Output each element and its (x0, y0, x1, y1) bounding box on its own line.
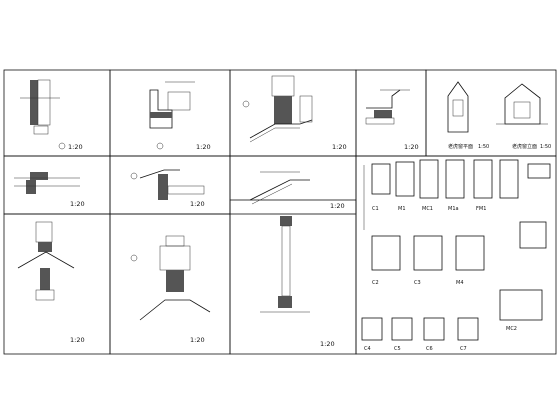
dormer-elevation-title: 老虎窗立面 (512, 143, 537, 150)
detail-7-scale: 1:20 (330, 202, 345, 210)
win-c7: C7 (460, 346, 467, 352)
dormer-drawings: 老虎窗平面 1:50 老虎窗立面 1:50 (447, 81, 551, 150)
win-c1: C1 (372, 206, 379, 212)
detail-8-scale: 1:20 (70, 336, 85, 344)
win-mc2: MC2 (506, 326, 517, 332)
win-c6: C6 (426, 346, 433, 352)
win-mc1: MC1 (422, 206, 433, 212)
detail-5: 1:20 (14, 172, 85, 208)
detail-10-scale: 1:20 (320, 340, 335, 348)
detail-2-scale: 1:20 (196, 143, 211, 151)
detail-1-scale: 1:20 (68, 143, 83, 151)
dormer-plan-title: 老虎窗平面 (448, 143, 473, 150)
detail-4: 1:20 (365, 89, 419, 151)
detail-2: 1:20 (149, 81, 211, 151)
detail-4-scale: 1:20 (404, 143, 419, 151)
detail-5-scale: 1:20 (70, 200, 85, 208)
detail-7: 1:20 (249, 171, 345, 210)
detail-9-scale: 1:20 (190, 336, 205, 344)
win-m1: M1 (398, 206, 406, 212)
win-m4: M4 (456, 280, 464, 286)
win-c4: C4 (364, 346, 371, 352)
panel-frames (3, 69, 557, 355)
detail-8: 1:20 (17, 221, 85, 344)
window-schedule: C1 M1 MC1 M1a FM1 C2 C3 M4 MC2 C4 C5 C6 … (361, 159, 551, 352)
win-c3: C3 (414, 280, 421, 286)
win-c2: C2 (372, 280, 379, 286)
dormer-plan-scale: 1:50 (478, 144, 489, 150)
detail-3: 1:20 (242, 75, 347, 151)
detail-6-scale: 1:20 (190, 200, 205, 208)
detail-6: 1:20 (130, 169, 205, 208)
win-c5: C5 (394, 346, 401, 352)
detail-1: 1:20 (20, 79, 83, 151)
detail-10: 1:20 (260, 213, 356, 348)
win-m1a: M1a (448, 206, 459, 212)
detail-3-scale: 1:20 (332, 143, 347, 151)
dormer-elevation-scale: 1:50 (540, 144, 551, 150)
win-fm1: FM1 (476, 206, 486, 212)
detail-9: 1:20 (130, 235, 211, 344)
